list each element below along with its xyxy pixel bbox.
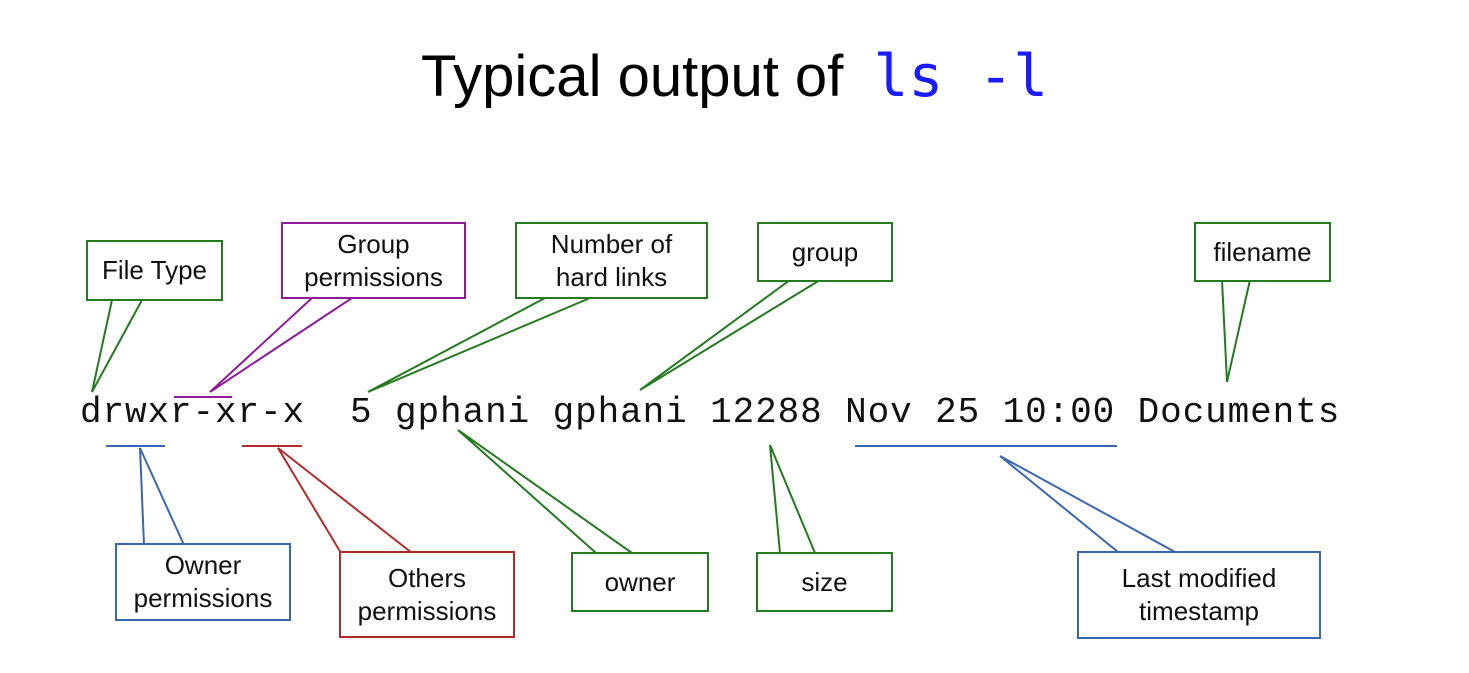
owner-callout: owner — [571, 552, 709, 612]
hard-links-line-1: Number of — [550, 228, 673, 259]
group-callout: group — [757, 222, 893, 282]
diagram-title: Typical output of ls -l — [0, 42, 1469, 122]
owner-label: owner — [604, 566, 676, 597]
timestamp-callout: Last modified timestamp — [1077, 551, 1321, 639]
hard-links-callout: Number of hard links — [515, 222, 708, 299]
file-type-label: File Type — [101, 255, 207, 285]
group-label: group — [791, 236, 859, 267]
filename-callout: filename — [1194, 222, 1331, 282]
group-permissions-callout: Group permissions — [281, 222, 466, 299]
filename-label: filename — [1213, 236, 1312, 267]
others-permissions-line-2: permissions — [357, 595, 497, 626]
timestamp-line-1: Last modified — [1121, 563, 1277, 593]
owner-permissions-pointer — [139, 447, 186, 546]
owner-permissions-line-1: Owner — [164, 550, 242, 580]
group-permissions-line-1: Group — [337, 228, 410, 259]
size-pointer — [769, 444, 817, 554]
hard-links-line-2: hard links — [555, 261, 668, 292]
ls-output-line: drwxr-xr-x 5 gphani gphani 12288 Nov 25 … — [80, 392, 1341, 433]
file-type-callout: File Type — [86, 240, 223, 301]
timestamp-line-2: timestamp — [1139, 596, 1259, 626]
owner-permissions-line-2: permissions — [133, 583, 273, 613]
owner-pointer — [457, 429, 636, 554]
size-label: size — [801, 566, 848, 597]
timestamp-pointer — [999, 455, 1176, 553]
others-permissions-pointer — [277, 447, 415, 554]
hard-links-pointer — [367, 297, 591, 393]
others-permissions-line-1: Others — [387, 562, 467, 593]
group-permissions-pointer — [209, 297, 356, 393]
others-permissions-callout: Others permissions — [339, 551, 515, 638]
filename-pointer — [1220, 279, 1252, 383]
title-command: ls -l — [873, 42, 1049, 110]
file-type-pointer — [91, 299, 144, 393]
size-callout: size — [756, 552, 893, 612]
group-permissions-line-2: permissions — [304, 261, 443, 292]
owner-permissions-callout: Owner permissions — [115, 543, 291, 621]
title-prefix: Typical output of — [420, 44, 844, 109]
